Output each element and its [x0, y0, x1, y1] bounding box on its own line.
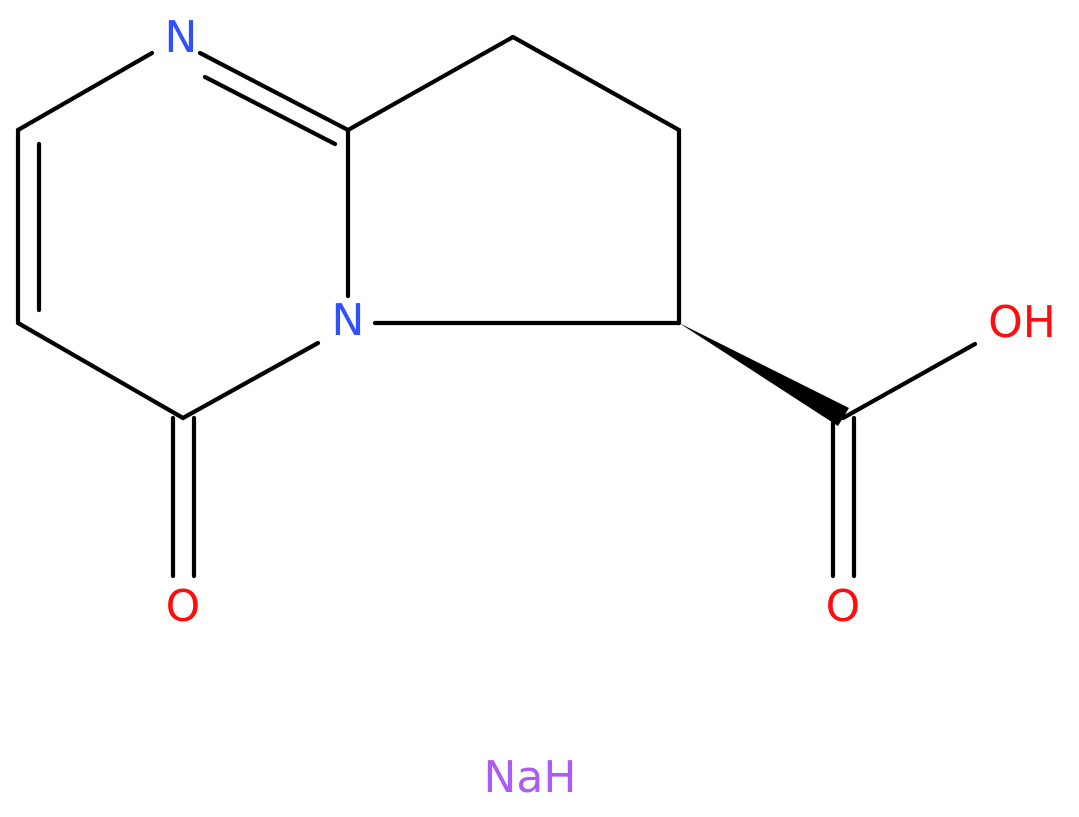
- bond-n-top-c8a: [197, 50, 351, 133]
- counterion-nah: NaH: [484, 752, 577, 803]
- bond-n-top-c8a-double: [202, 74, 338, 147]
- bond-ch2-ch2: [510, 34, 682, 133]
- atom-label-n-top: N: [165, 12, 198, 63]
- counterion-label: NaH: [484, 752, 577, 803]
- atom-label-o-acid: O: [826, 581, 861, 632]
- bond-c-n-top: [15, 50, 155, 133]
- wedge-bond: [679, 323, 849, 426]
- bond-c-oh: [840, 341, 978, 421]
- atom-label-n-ring: N: [332, 295, 365, 346]
- atom-n-top: N: [165, 12, 198, 63]
- atom-o-ketone: O: [166, 581, 201, 632]
- bond-c8a-ch2: [345, 34, 516, 133]
- atom-label-oh: OH: [988, 297, 1056, 348]
- bond-c-c4: [15, 320, 186, 421]
- atom-o-acid: O: [826, 581, 861, 632]
- bond-c4-n-ring: [180, 340, 321, 421]
- atom-n-ring: N: [332, 295, 365, 346]
- atom-oh: OH: [988, 297, 1056, 348]
- atom-label-o-ketone: O: [166, 581, 201, 632]
